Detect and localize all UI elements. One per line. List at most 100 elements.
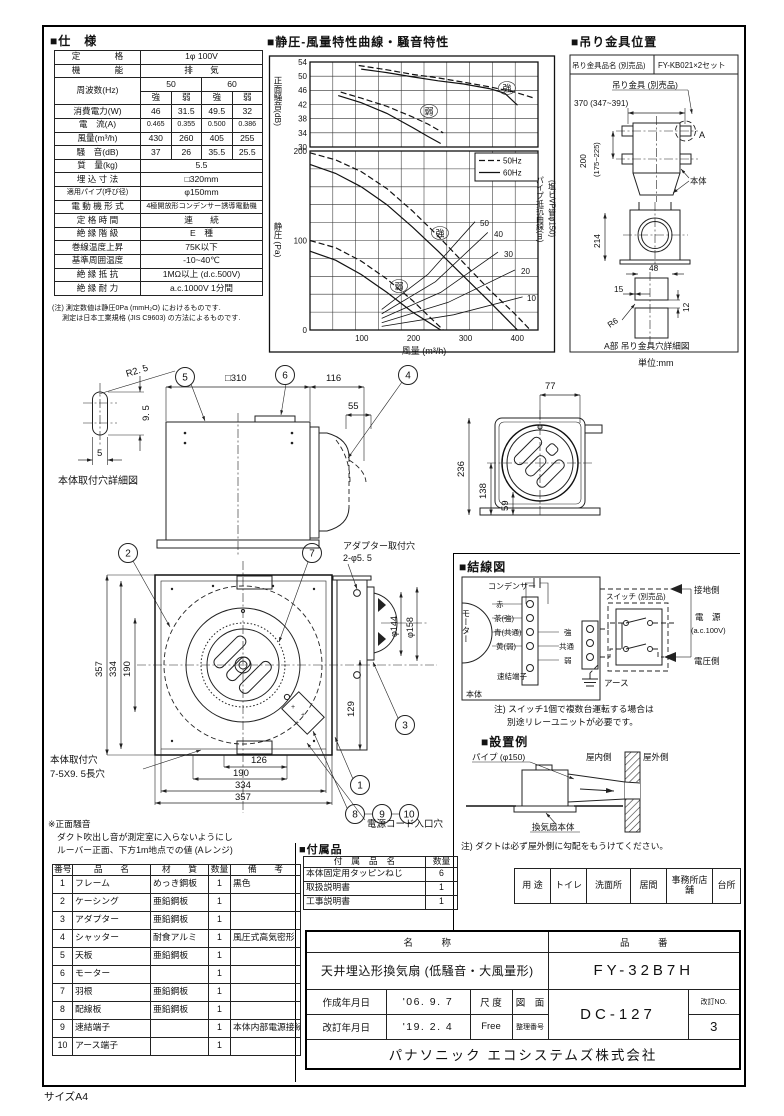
adapter-hole-label: アダプター取付穴 <box>343 540 415 551</box>
condenser-label: コンデンサー <box>488 581 536 591</box>
switch-label: スイッチ (別売品) <box>606 591 666 601</box>
wiring-diagram: モーター コンデンサー 赤 茶(強) 青(共通) 黄(弱) 強 共通 弱 速結端… <box>461 576 726 701</box>
dim-116: 116 <box>326 373 341 384</box>
y-axis-label-noise: 正面騒音(dB) <box>273 76 283 126</box>
product-name: 天井埋込形換気扇 (低騒音・大風量形) <box>305 951 549 990</box>
revision-number: 3 <box>687 1013 741 1040</box>
legend-60hz-label: 60Hz <box>503 169 522 178</box>
terminal-weak: 弱 <box>564 656 572 665</box>
terminal-strong: 強 <box>564 627 572 637</box>
svg-text:8: 8 <box>352 810 358 821</box>
pipe-label-50: 50 <box>480 219 489 228</box>
ground-arrow <box>670 584 682 594</box>
divider <box>453 553 454 930</box>
serial-header: 整理番号 <box>511 1013 549 1040</box>
title-block-company-row: パナソニック エコシステムズ株式会社 <box>305 1038 741 1070</box>
ytick: 46 <box>298 86 307 95</box>
spec-row: 埋 込 寸 法□320mm <box>54 172 263 187</box>
balloon-2 <box>118 543 138 563</box>
created-header: 作成年月日 <box>305 988 387 1015</box>
bracket-part-value: FY-KB021×2セット <box>658 61 726 70</box>
installation-diagram: パイプ (φ150) 屋内側 屋外側 換気扇本体 <box>466 751 669 833</box>
unit-note: 単位:mm <box>638 358 674 368</box>
front-noise-note: ※正面騒音 ダクト吹出し音が測定室に入らないようにし ルーバー正面、下方1m地点… <box>48 819 233 856</box>
power-voltage-label: (a.c.100V) <box>691 626 726 635</box>
dim-55: 55 <box>348 401 359 412</box>
svg-text:3: 3 <box>402 721 408 732</box>
dim-77: 77 <box>545 381 556 392</box>
dim-5: 5 <box>97 448 102 459</box>
drawing-number: DC-127 <box>547 988 689 1040</box>
motor-label: モーター <box>461 609 471 643</box>
dim-138: 138 <box>478 483 489 499</box>
svg-text:5: 5 <box>182 373 188 384</box>
svg-text:10: 10 <box>403 810 415 821</box>
front-view: 2 7 アダプター取付穴 2-φ5. 5 <box>50 540 437 813</box>
xtick: 400 <box>511 334 525 343</box>
hanging-bracket <box>679 153 692 165</box>
spec-row: 機 能排 気 <box>54 63 263 79</box>
pipe-resistance-label: パイプ抵抗曲線(m) <box>535 176 544 243</box>
terminal-common: 共通 <box>559 641 574 651</box>
dim-129: 129 <box>346 701 357 717</box>
cord-hole-label: 電源コード入口穴 <box>367 818 444 830</box>
dim-236: 236 <box>456 461 467 477</box>
mounting-slot-detail: R2. 5 9. 5 5 本体取付穴詳細図 <box>58 365 176 487</box>
svg-text:9: 9 <box>379 810 385 821</box>
dim-200: 200 <box>578 154 588 168</box>
dim-48: 48 <box>649 263 659 273</box>
svg-text:2: 2 <box>125 549 131 560</box>
bracket-title: ■吊り金具位置 <box>571 35 658 49</box>
adapter-hole-label2: 2-φ5. 5 <box>343 553 372 563</box>
install-title: ■設置例 <box>481 735 529 749</box>
dim-334-bottom: 334 <box>235 780 251 791</box>
detail-a-circle <box>675 120 696 142</box>
dim-190-left: 190 <box>122 661 133 677</box>
install-note: 注) ダクトは必ず屋外側に勾配をもうけてください。 <box>461 841 669 851</box>
company-name: パナソニック エコシステムズ株式会社 <box>305 1038 741 1070</box>
dim-12: 12 <box>681 302 691 312</box>
spec-row: 定 格 時 間連 続 <box>54 213 263 228</box>
dim-357-bottom: 357 <box>235 792 251 803</box>
ytick: 100 <box>294 237 308 246</box>
terminal-block <box>521 596 539 686</box>
ground-side-label: 接地側 <box>694 585 720 595</box>
earth-label: アース <box>604 678 629 688</box>
dim-357-left: 357 <box>94 661 105 677</box>
quick-terminal-label: 速結端子 <box>497 671 527 681</box>
divider <box>453 553 740 554</box>
duct-adapter <box>309 426 320 539</box>
voltage-arrow <box>664 652 676 662</box>
mount-hole-label2: 7-5X9. 5長穴 <box>50 768 105 780</box>
pipe-label: パイプ (φ150) <box>472 752 525 762</box>
dimension-drawings: R2. 5 9. 5 5 本体取付穴詳細図 5 6 4 □310 116 55 <box>50 365 603 830</box>
label-strong: 強 <box>502 83 511 94</box>
bracket-detail-caption: A部 吊り金具穴詳細図 <box>604 340 689 351</box>
svg-text:+: + <box>291 704 295 711</box>
title-block: 名 称 品 番 天井埋込形換気扇 (低騒音・大風量形) FY-32B7H 作成年… <box>305 930 742 1070</box>
revised-date: '19. 2. 4 <box>385 1013 471 1040</box>
voltage-side-label: 電圧側 <box>694 656 720 666</box>
switch-outline <box>607 602 669 672</box>
label-strong: 強 <box>435 228 444 239</box>
power-label: 電 源 <box>695 612 721 622</box>
rear-view: 77 236 138 59 <box>456 381 603 517</box>
slot-caption: 本体取付穴詳細図 <box>58 474 138 487</box>
chart-box <box>268 55 556 353</box>
bracket-caption: 吊り金具 (別売品) <box>612 80 678 90</box>
accessories-title: ■付属品 <box>299 844 343 856</box>
spec-note: (注) 測定数値は静圧0Pa (mmH₂O) におけるものです. 測定は日本工業… <box>52 304 241 322</box>
dim-15: 15 <box>614 284 624 294</box>
dim-175-225: (175~225) <box>592 142 601 177</box>
label-weak: 弱 <box>394 282 403 292</box>
